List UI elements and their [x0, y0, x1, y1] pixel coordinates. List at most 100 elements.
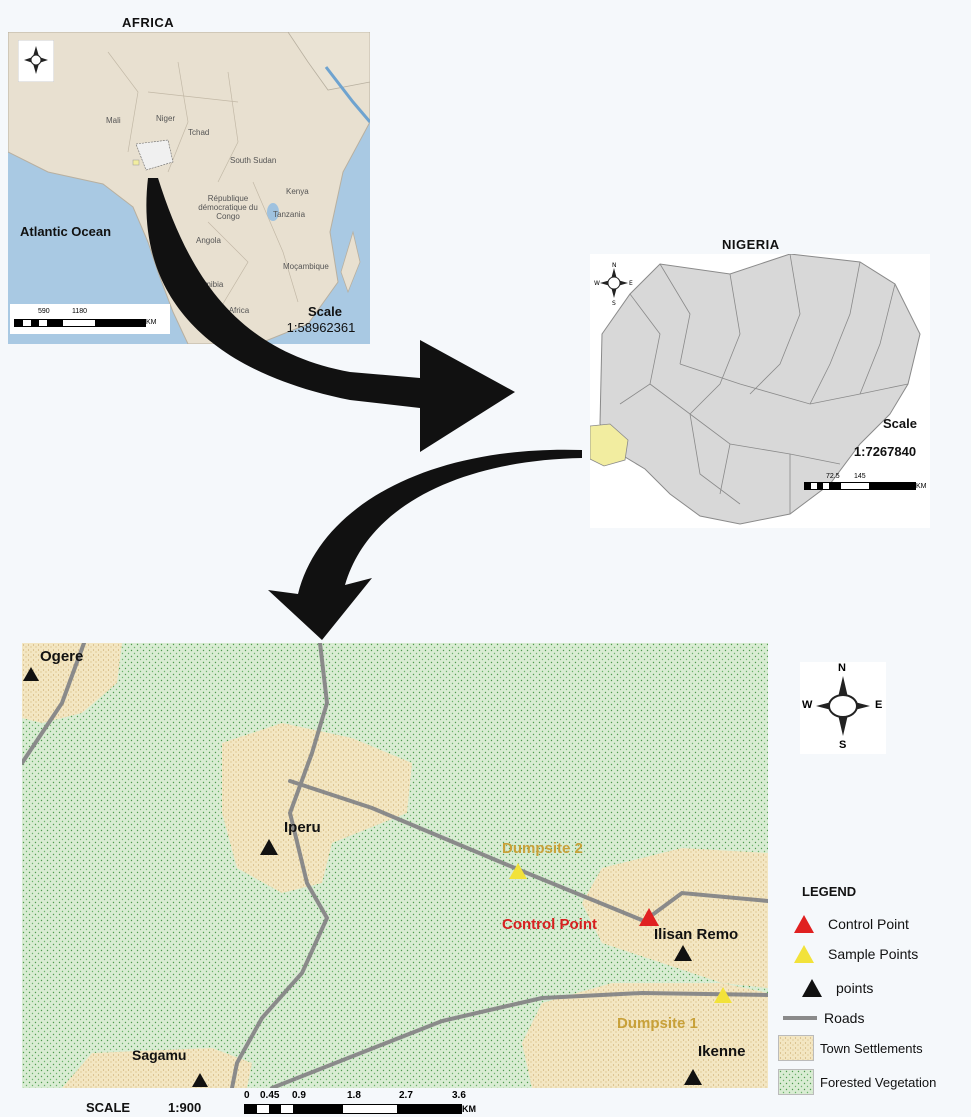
dumpsite-1-icon: [714, 987, 732, 1003]
nigeria-scale-tick-2: 145: [854, 473, 866, 480]
dumpsite-2-icon: [509, 863, 527, 879]
red-triangle-icon: [794, 915, 814, 933]
legend: Control Point Sample Points points Roads…: [776, 912, 971, 1102]
study-scale-ticks: 0 0.45 0.9 1.8 2.7 3.6: [244, 1090, 494, 1102]
legend-item-town: Town Settlements: [778, 1035, 923, 1061]
study-tick-2: 0.9: [292, 1090, 306, 1101]
africa-label-tanzania: Tanzania: [273, 210, 306, 219]
iperu-point-icon: [260, 839, 278, 855]
nigeria-scale-ratio: 1:7267840: [853, 444, 917, 459]
africa-label-south-sudan: South Sudan: [230, 156, 277, 165]
study-scale-title: SCALE: [86, 1100, 131, 1115]
africa-label-angola: Angola: [196, 236, 221, 245]
africa-scale-tick-2: 1180: [72, 308, 88, 315]
road-south: [270, 990, 768, 1088]
africa-scale-bar: [14, 319, 146, 327]
compass-s: S: [839, 739, 847, 751]
label-sagamu: Sagamu: [132, 1047, 187, 1063]
label-dumpsite-2: Dumpsite 2: [502, 840, 583, 857]
africa-map: Mali Niger Tchad South Sudan République …: [8, 32, 370, 344]
label-ogere: Ogere: [40, 648, 84, 665]
road-iperu-ilisan: [288, 779, 768, 924]
study-tick-0: 0: [244, 1090, 250, 1101]
africa-scale-unit: KM: [146, 319, 157, 326]
town-area-ikenne: [522, 983, 768, 1088]
compass-e: E: [875, 699, 883, 711]
africa-label-niger: Niger: [156, 114, 176, 123]
control-point-icon: [639, 908, 659, 926]
nigeria-scale-label: Scale: [883, 416, 917, 431]
road-north-south: [230, 643, 330, 1088]
africa-label-kenya: Kenya: [286, 187, 309, 196]
africa-scale-label: Scale: [308, 304, 342, 319]
africa-scale-tick-1: 590: [38, 308, 50, 315]
arrow-nigeria-to-study: [268, 449, 582, 640]
study-scale-bar: [244, 1104, 462, 1114]
black-triangle-icon: [802, 979, 822, 997]
nigeria-scale-bar: [804, 482, 916, 490]
label-control-point: Control Point: [502, 916, 597, 933]
svg-text:E: E: [629, 280, 633, 287]
legend-item-forest: Forested Vegetation: [778, 1069, 937, 1095]
nigeria-scale-unit: KM: [916, 483, 927, 490]
legend-label-control: Control Point: [828, 916, 909, 932]
label-dumpsite-1: Dumpsite 1: [617, 1015, 698, 1032]
label-ilisan-remo: Ilisan Remo: [654, 926, 739, 943]
africa-label-namibia: Namibia: [194, 280, 224, 289]
nigeria-map: N S W E Scale 1:7267840 72.5 145 KM: [590, 254, 930, 528]
study-tick-1: 0.45: [260, 1090, 280, 1101]
legend-label-town: Town Settlements: [820, 1040, 923, 1056]
africa-compass-icon: [18, 40, 54, 82]
arrow-africa-to-nigeria: [146, 178, 515, 452]
compass-w: W: [802, 699, 813, 711]
legend-item-roads: Roads: [782, 1006, 864, 1030]
africa-ocean-label: Atlantic Ocean: [20, 224, 112, 239]
legend-item-points: points: [794, 976, 873, 1000]
study-tick-3: 1.8: [347, 1090, 361, 1101]
legend-label-sample: Sample Points: [828, 946, 919, 962]
nigeria-states: [590, 254, 921, 525]
road-line-icon: [783, 1016, 817, 1020]
svg-text:N: N: [612, 262, 617, 269]
legend-item-control: Control Point: [786, 912, 909, 936]
study-scale-unit: KM: [462, 1104, 476, 1114]
study-scale-ratio: 1:900: [168, 1100, 202, 1115]
sagamu-point-icon: [192, 1073, 208, 1087]
svg-text:W: W: [594, 280, 600, 287]
study-area-map: Ogere Iperu Dumpsite 2 Control Point Ili…: [22, 643, 768, 1088]
town-area-sagamu: [62, 1048, 252, 1088]
label-ikenne: Ikenne: [698, 1043, 746, 1060]
compass-rose-icon: [816, 676, 870, 736]
road-ogere: [22, 643, 86, 765]
africa-continent: [8, 32, 370, 344]
ikenne-point-icon: [684, 1069, 702, 1085]
legend-label-points: points: [836, 980, 874, 996]
yellow-triangle-icon: [794, 945, 814, 963]
ogere-point-icon: [23, 667, 39, 681]
town-area-ilisan: [582, 848, 768, 988]
nigeria-compass-icon: N S W E: [594, 262, 633, 306]
legend-label-roads: Roads: [824, 1010, 865, 1026]
africa-label-tchad: Tchad: [188, 128, 210, 137]
forest-swatch-icon: [778, 1069, 814, 1095]
study-tick-4: 2.7: [399, 1090, 413, 1101]
africa-label-mali: Mali: [106, 116, 121, 125]
town-swatch-icon: [778, 1035, 814, 1061]
town-area-ogere: [22, 643, 122, 723]
africa-title: AFRICA: [122, 15, 175, 30]
label-iperu: Iperu: [284, 819, 321, 836]
legend-title: LEGEND: [802, 884, 857, 899]
svg-text:S: S: [612, 300, 616, 306]
legend-label-forest: Forested Vegetation: [820, 1074, 937, 1090]
ilisan-point-icon: [674, 945, 692, 961]
nigeria-scale-tick-1: 72.5: [826, 473, 840, 480]
africa-scale-ratio: 1:58962361: [286, 320, 356, 335]
study-area-svg: [22, 643, 768, 1088]
connector-arrows: [146, 178, 582, 640]
study-tick-5: 3.6: [452, 1090, 466, 1101]
study-compass: N S W E: [800, 662, 886, 754]
africa-label-drc: République démocratique du Congo: [198, 194, 258, 221]
africa-label-mocambique: Moçambique: [283, 262, 329, 271]
nigeria-title: NIGERIA: [722, 237, 780, 252]
compass-n: N: [838, 662, 846, 674]
